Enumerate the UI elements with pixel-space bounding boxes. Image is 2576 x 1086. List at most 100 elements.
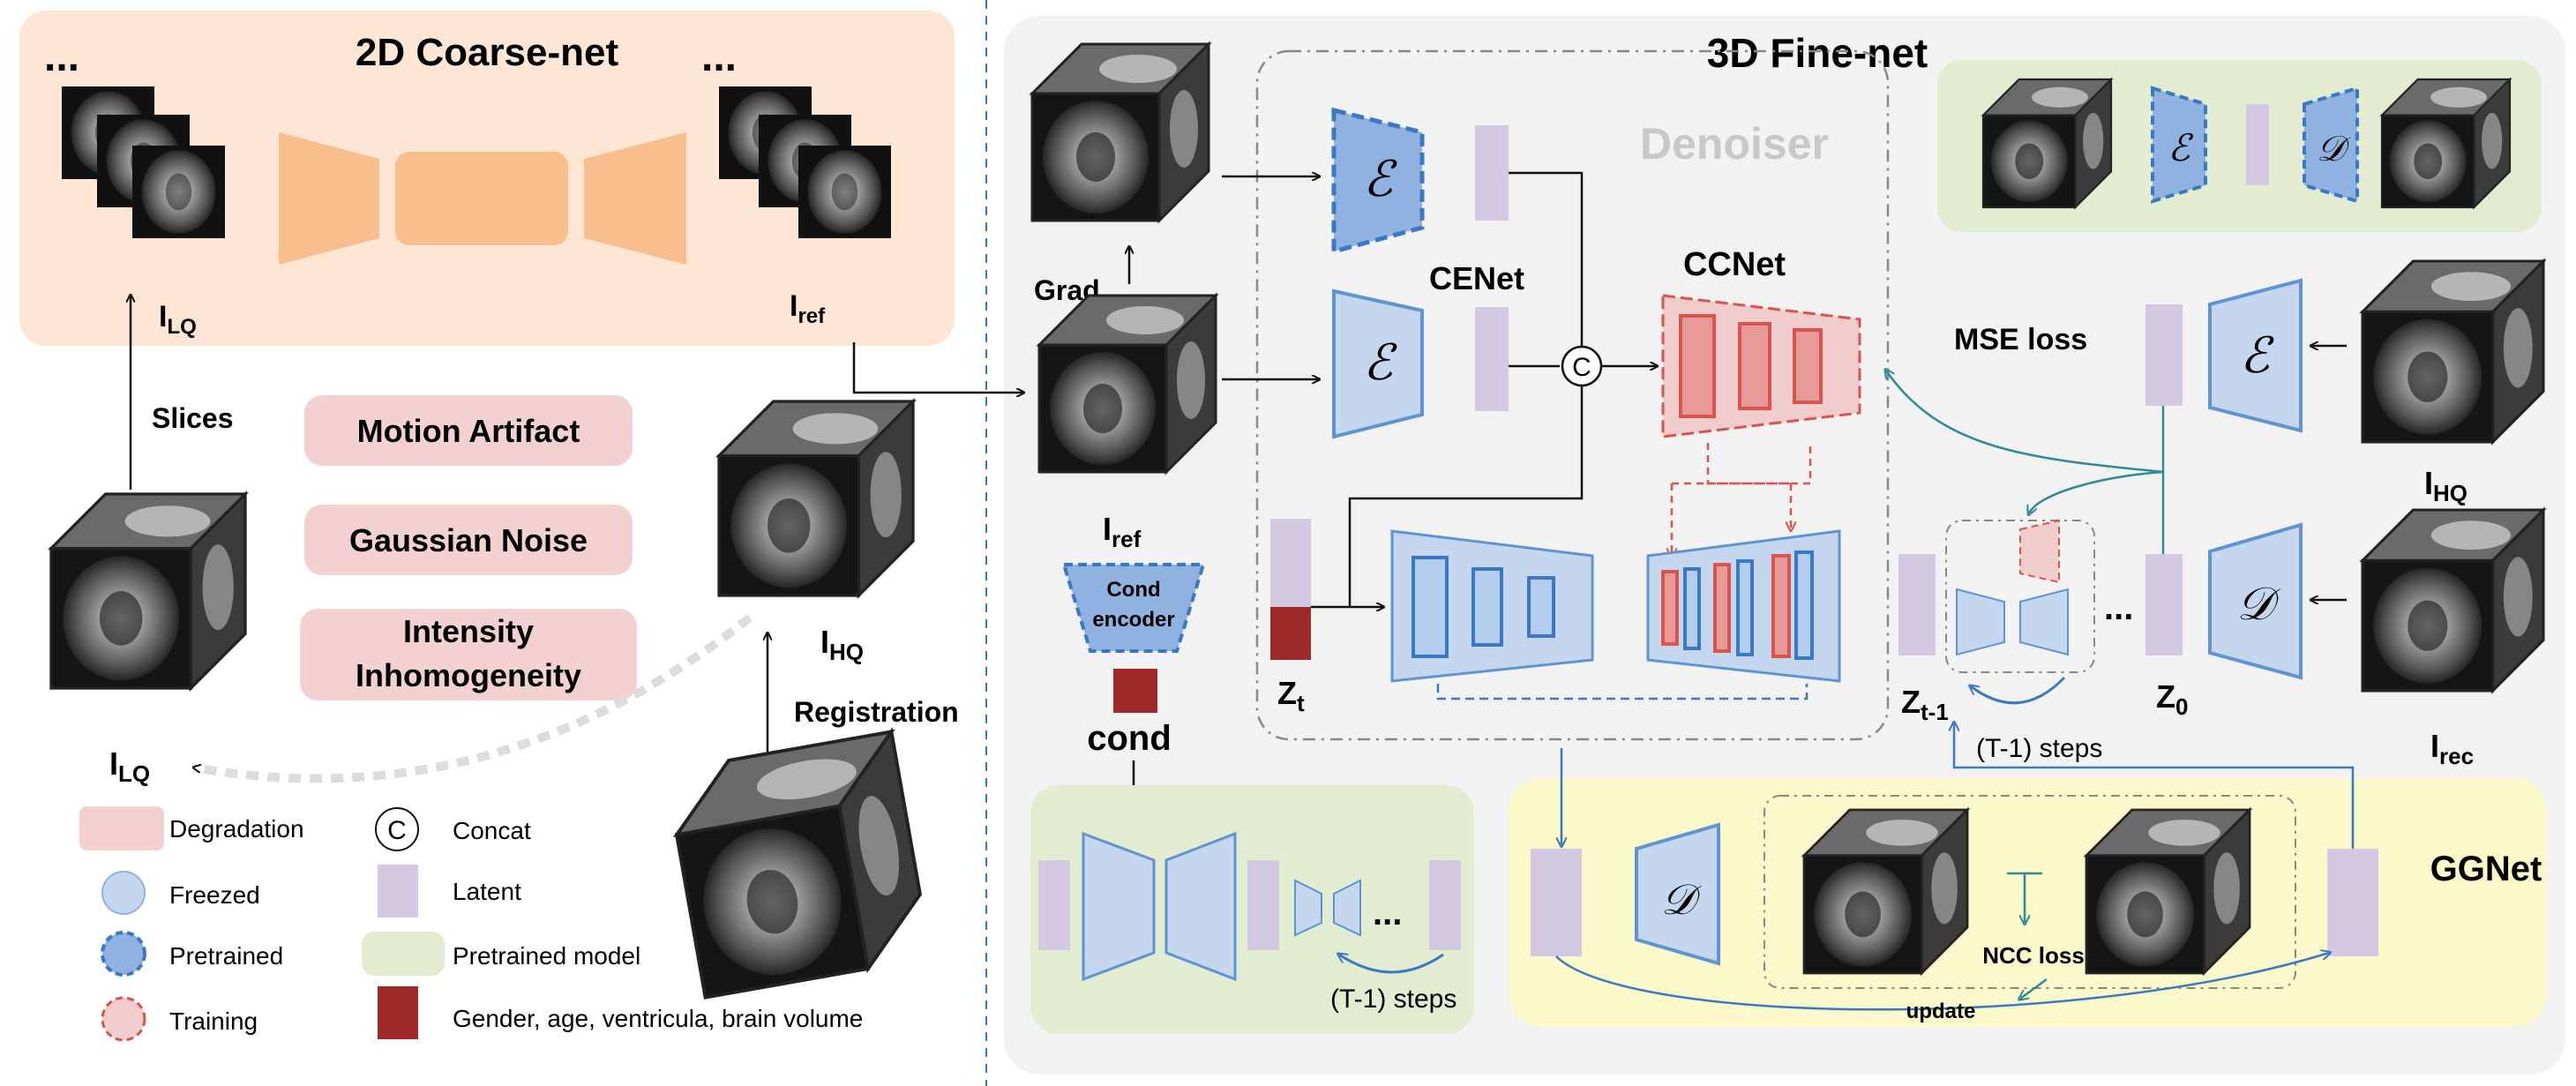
mse-label: MSE loss (1954, 323, 2087, 356)
registration-volume (663, 730, 933, 1000)
grad-latent (1475, 125, 1509, 221)
svg-text:C: C (387, 816, 407, 845)
coarse-label-ref: Iref (790, 289, 826, 328)
hq-volume (717, 400, 915, 597)
svg-text:Gaussian Noise: Gaussian Noise (349, 522, 588, 558)
sampler-ccnet (2019, 519, 2060, 584)
bottom-mini-decoder (1333, 879, 1361, 937)
coarse-label-lq: ILQ (159, 300, 197, 339)
bottom-mini-encoder (1294, 879, 1322, 937)
gg-latent-in (1531, 849, 1582, 956)
svg-text:Freezed: Freezed (169, 881, 260, 909)
ncc-arrow (2007, 872, 2042, 923)
irec-label: Irec (2430, 728, 2474, 769)
update-arrow (1555, 953, 2329, 1011)
ncc-box (1764, 795, 2296, 989)
grad-volume (1030, 42, 1210, 222)
cond-encoder: Cond encoder (1061, 563, 1206, 653)
ihq-label: IHQ (2424, 465, 2467, 506)
svg-text:ℰ: ℰ (2168, 126, 2194, 169)
coarse-net-encoder-decoder (279, 132, 686, 265)
steps-bottom-label: (T-1) steps (1330, 985, 1456, 1014)
left-label-lq: ILQ (109, 745, 150, 787)
pretrained-encoder: ℰ (1331, 107, 1425, 255)
vae-latent (2246, 104, 2269, 185)
ncc-label: NCC loss (1982, 942, 2085, 969)
z0-latent (2145, 554, 2183, 655)
cond-label: cond (1087, 719, 1172, 758)
zt-label: Zt (1277, 675, 1305, 716)
cond-vector (1113, 669, 1157, 713)
vae-input-volume (1981, 78, 2113, 209)
svg-text:encoder: encoder (1092, 608, 1174, 632)
ref-to-fine-arrow (852, 342, 1023, 393)
svg-text:ℰ: ℰ (1363, 334, 1397, 392)
gg-pred-volume (1802, 808, 1969, 975)
vae-output-volume (2380, 78, 2512, 209)
bottom-decoder (1164, 831, 1237, 982)
degradation-list: Motion Artifact Gaussian Noise Intensity… (300, 395, 637, 700)
ellipsis-left: ... (44, 34, 79, 80)
fine-net-title: 3D Fine-net (1707, 30, 1928, 76)
steps-mid-label: (T-1) steps (1976, 734, 2102, 763)
lq-volume (49, 492, 247, 690)
ref-latent (1475, 307, 1509, 411)
sampler-box (1945, 520, 2095, 673)
irec-volume (2361, 508, 2545, 693)
gg-latent-out (2327, 849, 2378, 956)
zt1-label: Zt-1 (1901, 684, 1949, 725)
degradation-flow-arrow (194, 614, 753, 783)
steps-loop-arrow (1971, 676, 2066, 705)
ellipsis-right: ... (701, 34, 737, 80)
mse-to-ccnet-arrow (1886, 371, 2164, 474)
zt-latent (1270, 519, 1311, 611)
svg-text:Pretrained model: Pretrained model (453, 942, 640, 970)
vae-encoder: ℰ (2151, 86, 2207, 204)
ggnet-label: GGNet (2430, 850, 2542, 888)
bottom-latent-2 (1247, 860, 1279, 950)
zt-cond (1270, 607, 1311, 660)
grad-latent-line (1509, 171, 1584, 346)
cenet-label: CENet (1429, 260, 1524, 296)
slices-label: Slices (152, 402, 234, 434)
ccnet-label: CCNet (1683, 246, 1786, 283)
svg-text:Training: Training (169, 1007, 258, 1035)
svg-text:Inhomogeneity: Inhomogeneity (356, 657, 581, 693)
gg-target-volume (2085, 808, 2251, 975)
svg-text:Cond: Cond (1106, 578, 1160, 602)
rec-decoder: 𝒟 (2208, 522, 2303, 680)
ncc-update-arrow (2020, 977, 2048, 999)
ref-volume (1037, 294, 1217, 474)
denoiser-box (1255, 49, 1890, 741)
cenet-encoder: ℰ (1332, 288, 1424, 439)
ihq-volume (2361, 259, 2545, 444)
svg-text:ℰ: ℰ (2240, 327, 2274, 385)
ccnet (1661, 294, 1861, 438)
left-label-hq: IHQ (820, 624, 864, 665)
hq-encoder: ℰ (2208, 278, 2303, 433)
svg-text:Motion Artifact: Motion Artifact (357, 413, 580, 449)
svg-text:Intensity: Intensity (403, 613, 534, 649)
bottom-encoder (1082, 831, 1156, 982)
mse-to-denoiser-arrow (2029, 470, 2164, 513)
legend: Degradation Freezed Pretrained Training … (79, 806, 863, 1042)
bottom-ellipsis: ... (1373, 894, 1402, 932)
concat-down-line (1348, 386, 1584, 607)
svg-text:Concat: Concat (453, 817, 531, 844)
zt1-latent (1898, 554, 1936, 655)
update-label: update (1906, 1000, 1976, 1023)
svg-text:ℰ: ℰ (1363, 151, 1397, 208)
fine-label-ref: Iref (1103, 511, 1142, 552)
concat-symbol: C (1572, 353, 1591, 382)
hq-latent (2145, 304, 2183, 406)
svg-text:Degradation: Degradation (169, 815, 304, 843)
gg-decoder: 𝒟 (1635, 822, 1720, 966)
svg-text:Pretrained: Pretrained (169, 942, 283, 970)
skip-connection (1436, 684, 1808, 700)
bottom-latent-1 (1038, 860, 1070, 950)
sampler-encoder (1956, 588, 2005, 656)
ggnet-to-zt1-arrow (1954, 723, 2355, 849)
registration-label: Registration (794, 696, 959, 728)
bottom-steps-arrow (1339, 955, 1444, 974)
sampler-decoder (2019, 588, 2069, 656)
